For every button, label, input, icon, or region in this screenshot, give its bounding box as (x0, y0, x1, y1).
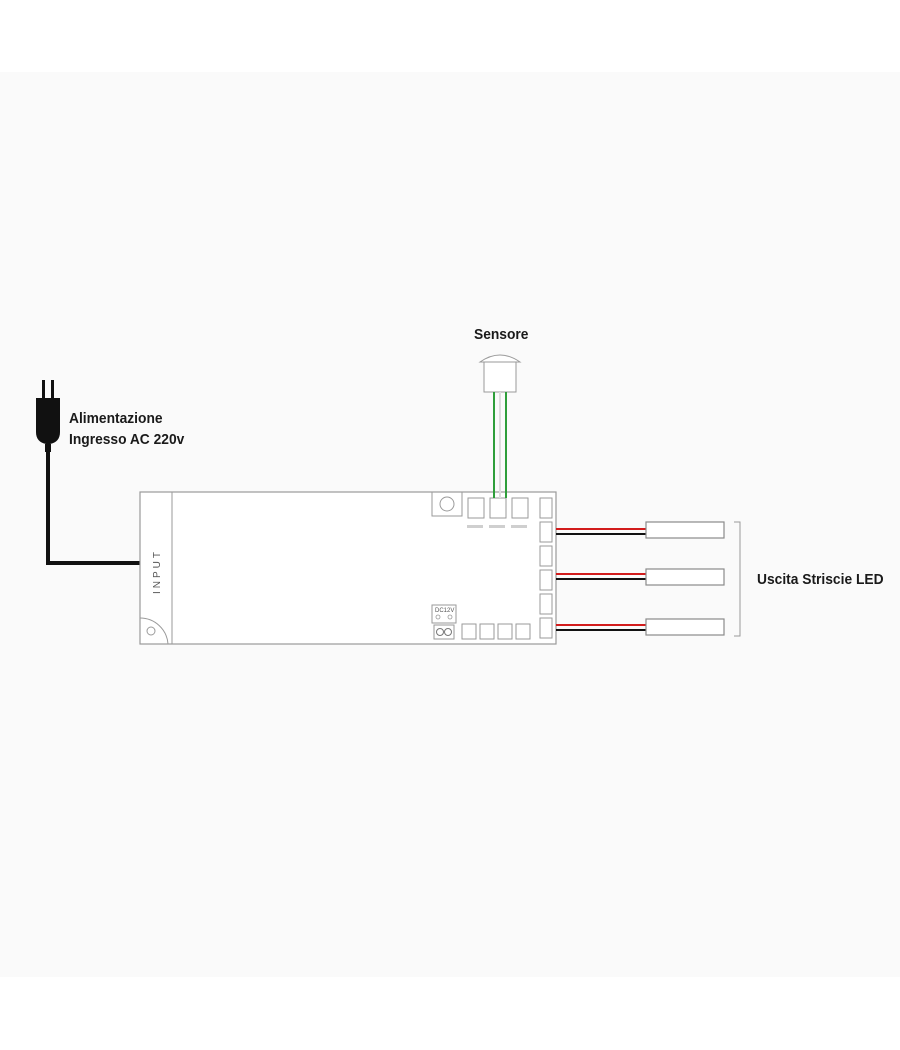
sensor-wires (493, 392, 507, 498)
output-bracket (734, 521, 741, 637)
led-output-2 (556, 568, 725, 586)
power-label-line1: Alimentazione (69, 410, 163, 427)
controller-box: DC12V INPUT (139, 491, 557, 645)
led-output-3 (556, 618, 725, 636)
voltage-label: DC12V (435, 608, 454, 614)
power-cable (46, 450, 140, 565)
sensor-label: Sensore (474, 326, 529, 343)
power-label-line2: Ingresso AC 220v (69, 431, 185, 448)
sensor-icon (478, 354, 522, 393)
output-label: Uscita Striscie LED (757, 571, 884, 588)
led-output-1 (556, 521, 725, 539)
input-label: INPUT (152, 549, 163, 594)
power-plug-icon (36, 380, 60, 452)
